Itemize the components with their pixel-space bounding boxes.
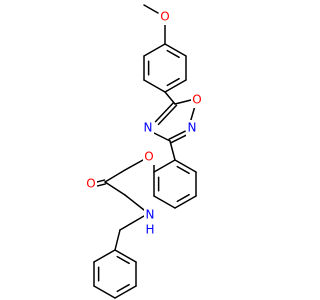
benzyl-ring-bond	[114, 229, 121, 251]
middle-phenyl-ring-bond-0	[174, 159, 197, 173]
amide-n-bond	[124, 194, 145, 211]
methoxyphenyl-ring-inner-bond-0	[166, 49, 180, 59]
carbonyl-oxygen-bg	[85, 176, 97, 192]
methoxy-oxygen-label: O	[160, 10, 169, 24]
benzyl-ring-bond-2	[114, 285, 137, 299]
oxadiazole-oxygen-bg	[191, 92, 203, 108]
methoxy-oxygen-bg	[159, 9, 171, 25]
methyl-bond	[143, 4, 159, 14]
molecule-canvas: O O N N O O N H	[85, 4, 203, 299]
benzyl-ring-bond-5	[93, 249, 116, 263]
middle-phenyl-ring-bond-5	[153, 159, 176, 173]
amide-nitrogen-bg	[144, 208, 156, 238]
bond-layer	[93, 4, 197, 299]
oxadiazole-double-c5-n4-b	[157, 104, 178, 126]
middle-phenyl-ring-bond-2	[174, 195, 197, 209]
middle-phenyl-ring-inner-bond-2	[176, 193, 190, 203]
methoxyphenyl-ring-bond-0	[164, 43, 187, 57]
methoxyphenyl-ring-inner-bond-2	[166, 77, 180, 87]
carbonyl-link-bond	[104, 181, 126, 196]
methoxyphenyl-ring-bond-5	[143, 43, 166, 57]
amide-hydrogen-label: H	[145, 223, 154, 237]
ring-link-bond-2	[169, 140, 176, 161]
oxadiazole-nitrogen-bottom-bg	[186, 120, 198, 136]
benzyl-ring-inner-bond-2	[116, 283, 130, 293]
methoxyphenyl-ring-bond-3	[143, 79, 166, 93]
ether-oxygen-label: O	[144, 150, 153, 164]
oxadiazole-nitrogen-left-bg	[142, 120, 154, 136]
amide-nitrogen-label: N	[146, 208, 155, 222]
oxadiazole-bond-n4-c3	[153, 132, 171, 142]
structure-diagram: O O N N O O N H	[85, 4, 203, 299]
oxadiazole-oxygen-label: O	[192, 93, 201, 107]
carbonyl-oxygen-label: O	[86, 177, 95, 191]
benzyl-ring-bond-3	[93, 285, 116, 299]
oxadiazole-double-c5-n4-a	[154, 101, 175, 123]
atom-label-layer: O O N N O O N H	[85, 9, 203, 238]
oxadiazole-nitrogen-bottom-label: N	[188, 121, 197, 135]
benzyl-bond	[119, 215, 145, 231]
oxadiazole-double-c3-n2-a	[170, 134, 188, 144]
oxadiazole-nitrogen-left-label: N	[144, 121, 153, 135]
ether-oxygen-bg	[143, 149, 155, 165]
methoxyphenyl-ring-bond-2	[164, 79, 187, 93]
oxadiazole-double-c3-n2-b	[168, 130, 186, 140]
middle-phenyl-ring-inner-bond-0	[176, 165, 190, 175]
ether-bond-ch2	[124, 159, 144, 171]
benzyl-ring-bond-0	[114, 249, 137, 263]
middle-phenyl-ring-bond-3	[153, 195, 176, 209]
oxadiazole-bond-c5-o1	[174, 99, 192, 105]
carbonyl-double-bond-a	[95, 179, 106, 183]
benzyl-ring-inner-bond-0	[116, 255, 130, 265]
ch2-carbonyl-bond	[104, 169, 126, 183]
carbonyl-double-bond-b	[96, 183, 107, 187]
